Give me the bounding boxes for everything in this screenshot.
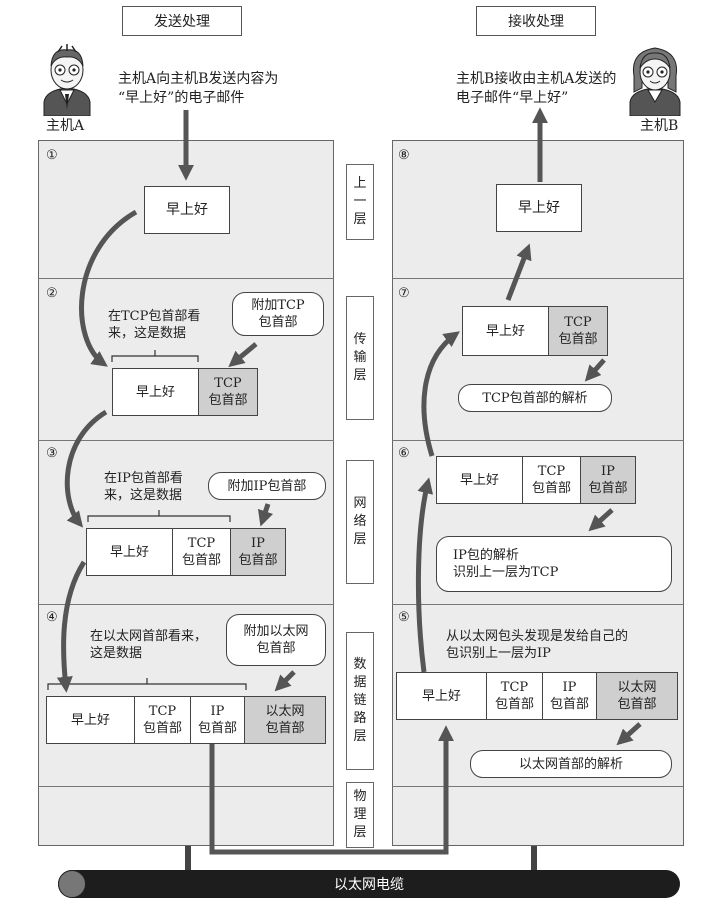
layer-network-label: 网 络 层 [346,460,374,584]
layer-transport-text: 传 输 层 [353,332,367,383]
send-add-eth-bubble: 附加以太网 包首部 [226,614,326,666]
payload-cell: 早上好 [87,529,173,575]
host-b-label: 主机B [640,118,679,134]
step-number: ⑥ [398,446,410,461]
tcp-header-cell: TCP 包首部 [135,697,191,743]
tcp-header-cell: TCP 包首部 [199,369,257,415]
ip-header-cell: IP 包首部 [581,457,635,503]
add-eth-text: 附加以太网 包首部 [243,624,309,656]
receive-process-title: 接收处理 [476,6,596,36]
step-number: ③ [46,446,58,461]
layer-transport-label: 传 输 层 [346,296,374,420]
cable-end-cap [58,870,86,898]
layer-datalink-text: 数 据 链 路 层 [353,657,367,744]
step-number: ⑦ [398,286,410,301]
receive-process-label: 接收处理 [508,14,564,30]
recv-eth-found-note: 从以太网包头发现是发给自己的 包识别上一层为IP [446,629,629,661]
payload-cell: 早上好 [397,673,487,719]
ip-header-cell: IP 包首部 [231,529,285,575]
step-number: ② [46,286,58,301]
layer-upper-label: 上 一 层 [346,164,374,240]
add-ip-text: 附加IP包首部 [227,478,307,494]
eth-parse-text: 以太网首部的解析 [518,756,623,772]
ethernet-cable-label: 以太网电缆 [334,877,404,893]
ip-header-cell: IP 包首部 [543,673,597,719]
recv-upper-payload: 早上好 [496,184,582,232]
ip-parse-text: IP包的解析 识别上一层为TCP [453,548,559,580]
recv-tcp-parse-bubble: TCP包首部的解析 [458,384,612,412]
receiver-band-divider [392,786,684,787]
layer-physical-label: 物 理 层 [346,782,374,848]
tcp-parse-text: TCP包首部的解析 [482,390,588,406]
sender-band-divider [38,440,334,441]
payload-cell: 早上好 [463,307,549,355]
tcp-header-cell: TCP 包首部 [487,673,543,719]
send-add-ip-bubble: 附加IP包首部 [208,472,326,500]
step-number: ⑧ [398,148,410,163]
sender-band-divider [38,278,334,279]
layer-network-text: 网 络 层 [353,496,367,547]
send-process-title: 发送处理 [122,6,242,36]
recv-tcp-segment: 早上好 TCP 包首部 [462,306,608,356]
eth-header-cell: 以太网 包首部 [597,673,677,719]
receiver-band-divider [392,278,684,279]
host-a-description: 主机A向主机B发送内容为 “早上好”的电子邮件 [118,71,279,106]
tcp-header-cell: TCP 包首部 [549,307,607,355]
send-eth-view-note: 在以太网首部看来， 这是数据 [90,629,208,661]
send-ethernet-frame: 早上好 TCP 包首部 IP 包首部 以太网 包首部 [46,696,326,744]
send-add-tcp-bubble: 附加TCP 包首部 [232,292,324,336]
layer-physical-text: 物 理 层 [353,789,367,840]
step-number: ⑤ [398,610,410,625]
layer-upper-text: 上 一 层 [353,176,367,227]
receiver-band-divider [392,440,684,441]
recv-ethernet-frame: 早上好 TCP 包首部 IP 包首部 以太网 包首部 [396,672,678,720]
host-a-label: 主机A [46,118,85,134]
send-upper-payload: 早上好 [144,186,230,234]
payload-text: 早上好 [518,199,560,216]
add-tcp-text: 附加TCP 包首部 [251,298,305,330]
recv-ip-packet: 早上好 TCP 包首部 IP 包首部 [436,456,636,504]
tcp-header-cell: TCP 包首部 [173,529,231,575]
layer-datalink-label: 数 据 链 路 层 [346,632,374,770]
tcp-header-cell: TCP 包首部 [523,457,581,503]
send-ip-view-note: 在IP包首部看 来，这是数据 [104,471,183,503]
host-b-description: 主机B接收由主机A发送的 电子邮件“早上好” [456,71,617,106]
host-b-avatar-icon [629,47,681,116]
receiver-band-divider [392,604,684,605]
recv-eth-parse-bubble: 以太网首部的解析 [470,750,672,778]
ip-header-cell: IP 包首部 [191,697,245,743]
ethernet-cable: 以太网电缆 [58,870,680,898]
sender-band-divider [38,786,334,787]
host-a-avatar-icon [43,44,91,116]
send-tcp-view-note: 在TCP包首部看 来，这是数据 [108,309,201,341]
send-process-label: 发送处理 [154,14,210,30]
payload-cell: 早上好 [113,369,199,415]
recv-ip-parse-bubble: IP包的解析 识别上一层为TCP [436,536,672,592]
payload-cell: 早上好 [47,697,135,743]
payload-text: 早上好 [166,201,208,218]
eth-header-cell: 以太网 包首部 [245,697,325,743]
send-ip-packet: 早上好 TCP 包首部 IP 包首部 [86,528,286,576]
sender-band-divider [38,604,334,605]
step-number: ① [46,148,58,163]
step-number: ④ [46,610,58,625]
payload-cell: 早上好 [437,457,523,503]
send-tcp-segment: 早上好 TCP 包首部 [112,368,258,416]
